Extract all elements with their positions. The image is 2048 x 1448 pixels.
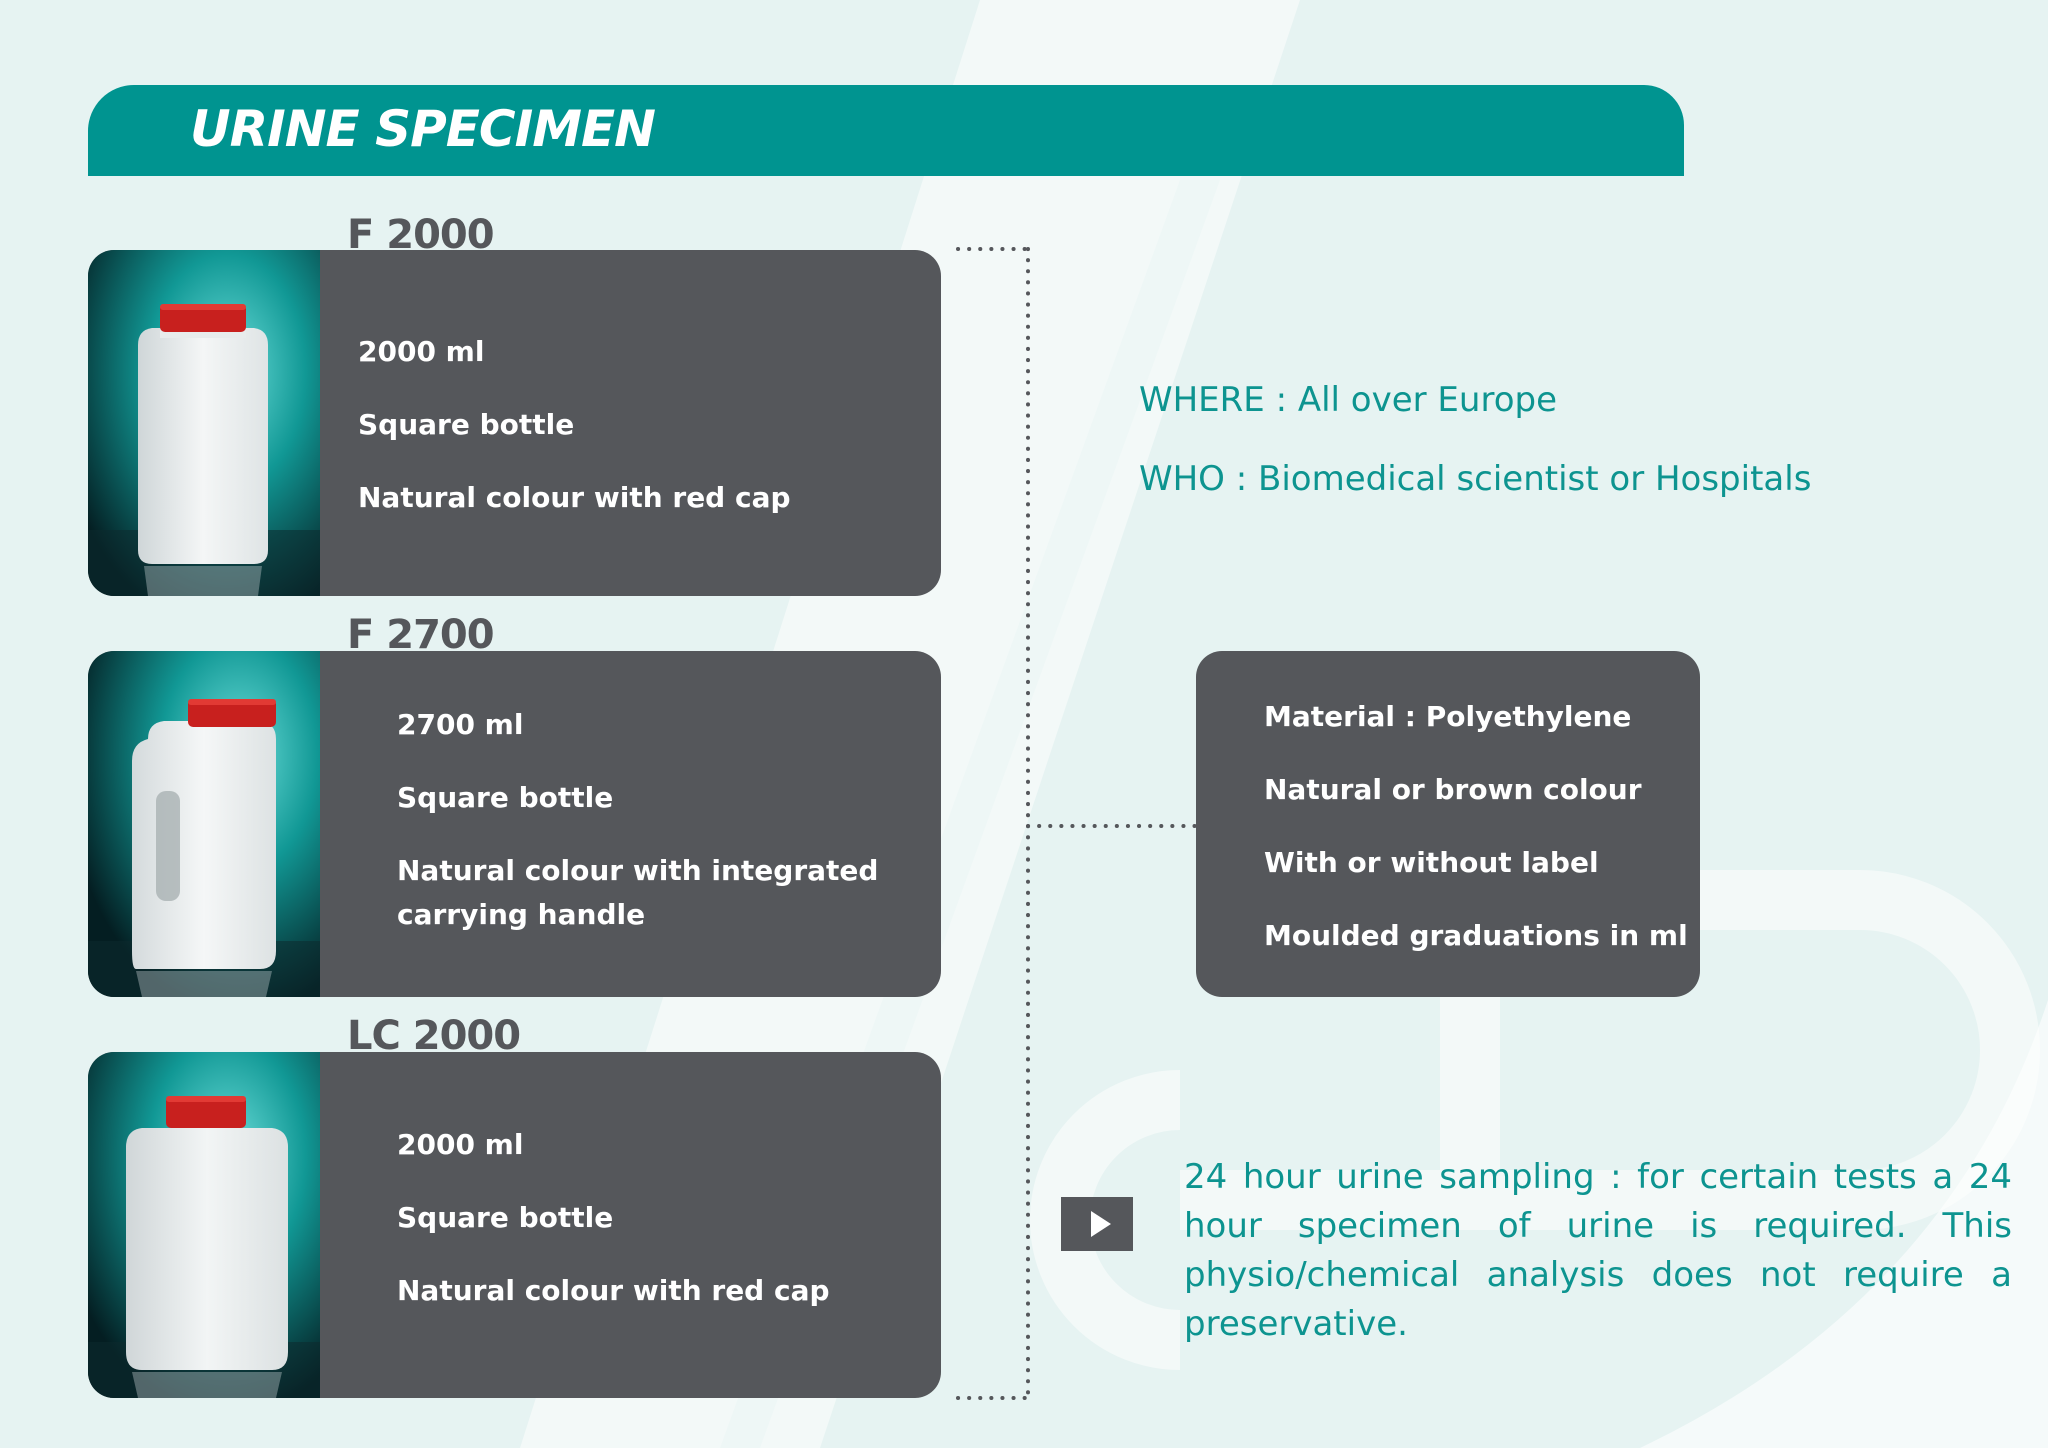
product-colour-continued: carrying handle: [397, 898, 646, 931]
product-volume: 2700 ml: [397, 708, 524, 741]
product-shape: Square bottle: [358, 408, 575, 441]
product-code-lc2000: LC 2000: [347, 1013, 521, 1059]
product-shape: Square bottle: [397, 781, 614, 814]
product-colour: Natural colour with integrated: [397, 854, 879, 887]
bottle-photo-f2700: [88, 651, 320, 997]
spec-label: With or without label: [1264, 846, 1599, 879]
product-colour: Natural colour with red cap: [397, 1274, 830, 1307]
sampling-note: 24 hour urine sampling : for certain tes…: [1184, 1157, 2012, 1344]
spec-colour: Natural or brown colour: [1264, 773, 1642, 806]
product-code-f2700: F 2700: [347, 612, 495, 658]
spec-material: Material : Polyethylene: [1264, 700, 1632, 733]
specifications-box: Material : Polyethylene Natural or brown…: [1196, 651, 1700, 997]
bottle-photo-f2000: [88, 250, 320, 596]
page-title: URINE SPECIMEN: [190, 100, 656, 158]
product-volume: 2000 ml: [358, 335, 485, 368]
product-card-f2700: 2700 ml Square bottle Natural colour wit…: [88, 651, 941, 997]
header-bar: URINE SPECIMEN: [88, 85, 1684, 176]
play-icon: [1061, 1197, 1133, 1251]
product-card-lc2000: 2000 ml Square bottle Natural colour wit…: [88, 1052, 941, 1398]
product-volume: 2000 ml: [397, 1128, 524, 1161]
product-card-f2000: 2000 ml Square bottle Natural colour wit…: [88, 250, 941, 596]
product-code-f2000: F 2000: [347, 212, 495, 258]
product-shape: Square bottle: [397, 1201, 614, 1234]
where-text: WHERE : All over Europe: [1139, 380, 1557, 420]
product-colour: Natural colour with red cap: [358, 481, 791, 514]
bottle-photo-lc2000: [88, 1052, 320, 1398]
who-text: WHO : Biomedical scientist or Hospitals: [1139, 459, 1812, 499]
spec-graduations: Moulded graduations in ml: [1264, 919, 1688, 952]
